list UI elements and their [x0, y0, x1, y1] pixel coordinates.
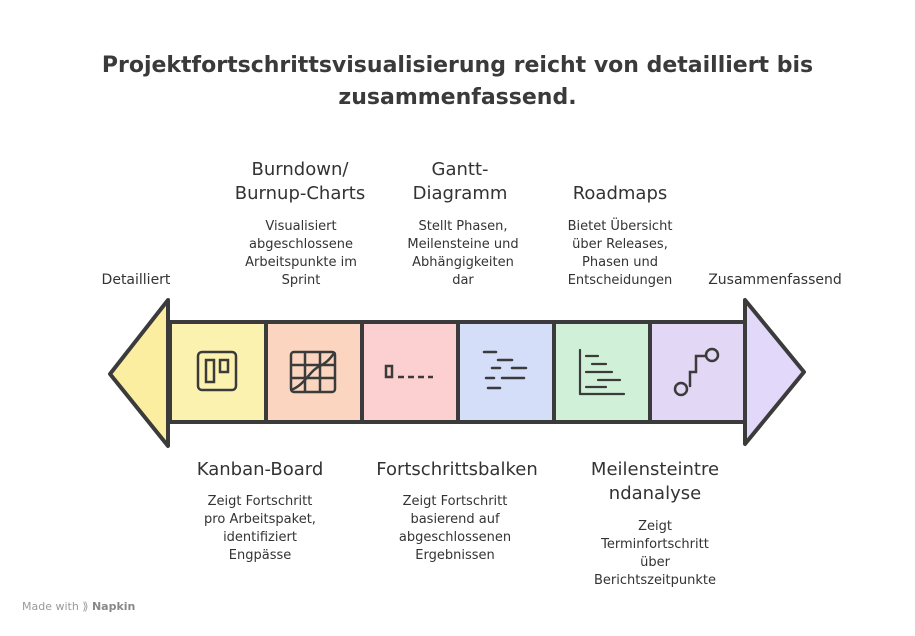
- item-description: Zeigt Fortschritt basierend auf abgeschl…: [398, 494, 512, 563]
- progress-bar-icon: [384, 364, 433, 379]
- item-description: Zeigt Terminfortschritt über Berichtszei…: [593, 519, 716, 588]
- milestone-trend-icon: [578, 348, 626, 396]
- item-label: Burndown/ Burnup-Charts: [234, 159, 366, 204]
- item-label: Fortschrittsbalken: [376, 459, 538, 480]
- item-label: Kanban-Board: [196, 459, 324, 480]
- left-arrow-head: [108, 298, 170, 448]
- item-label: Gantt- Diagramm: [412, 159, 508, 204]
- burndown-chart-icon: [289, 350, 337, 394]
- gantt-icon: [482, 350, 528, 390]
- right-arrow-head: [745, 298, 806, 446]
- left-end-label: Detailliert: [101, 272, 171, 288]
- item-description: Stellt Phasen, Meilensteine und Abhängig…: [407, 219, 519, 288]
- item-description: Zeigt Fortschritt pro Arbeitspaket, iden…: [204, 494, 316, 563]
- footer-prefix: Made with: [22, 600, 79, 613]
- segment-gantt: [458, 322, 554, 422]
- right-end-label: Zusammenfassend: [708, 272, 842, 288]
- diagram-title: Projektfortschrittsvisualisierung reicht…: [101, 53, 814, 110]
- footer-credit: Made with ⟫ Napkin: [22, 600, 135, 613]
- item-label: Meilensteintre ndanalyse: [590, 459, 720, 504]
- item-label: Roadmaps: [572, 183, 668, 204]
- roadmap-icon: [673, 347, 720, 397]
- segment-roadmap: [650, 322, 745, 422]
- item-description: Visualisiert abgeschlossene Arbeitspunkt…: [245, 219, 357, 288]
- napkin-logo-icon: ⟫: [82, 600, 89, 613]
- kanban-board-icon: [196, 350, 238, 392]
- item-description: Bietet Übersicht über Releases, Phasen u…: [567, 219, 673, 288]
- segment-kanban: [170, 322, 266, 422]
- segment-progress: [362, 322, 458, 422]
- footer-brand: Napkin: [91, 600, 136, 613]
- segment-burndown: [266, 322, 362, 422]
